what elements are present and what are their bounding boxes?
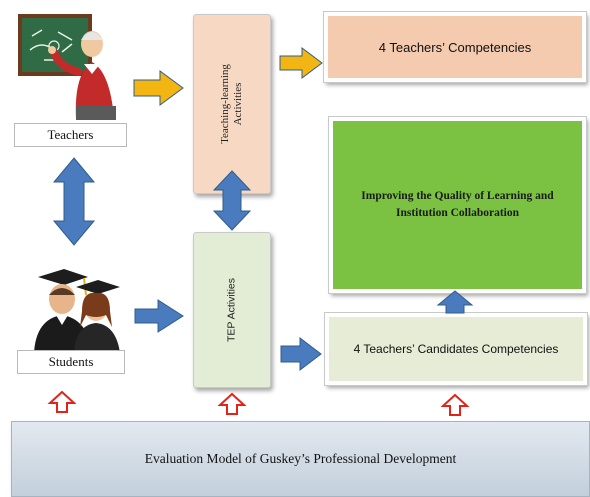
- arrow-candidates-to-improving: [436, 290, 474, 314]
- tep-activities-box: TEP Activities: [193, 232, 271, 388]
- red-up-arrow-tep: [217, 392, 247, 415]
- teachers-label: Teachers: [14, 123, 127, 147]
- red-up-arrow-students: [47, 390, 77, 413]
- arrow-students-to-tep: [134, 299, 184, 333]
- arrow-teaching-learning-to-competencies: [279, 47, 323, 79]
- students-label: Students: [17, 350, 125, 374]
- teaching-learning-label-line2: Activities: [232, 82, 244, 126]
- teaching-learning-activities-box: Teaching-learning Activities: [193, 14, 271, 194]
- students-illustration: [24, 265, 124, 353]
- candidates-competencies-box: 4 Teachers’ Candidates Competencies: [324, 312, 588, 386]
- teaching-learning-label-line1: Teaching-learning: [219, 64, 231, 144]
- improving-quality-box: Improving the Quality of Learning and In…: [328, 116, 587, 294]
- evaluation-model-box: Evaluation Model of Guskey’s Professiona…: [11, 421, 590, 497]
- arrow-tep-to-candidates: [280, 336, 322, 372]
- teachers-competencies-box: 4 Teachers’ Competencies: [323, 11, 587, 83]
- double-arrow-teachers-students: [52, 157, 96, 246]
- red-up-arrow-candidates: [440, 393, 470, 416]
- arrow-teachers-to-teaching-learning: [133, 70, 184, 106]
- tep-activities-label: TEP Activities: [225, 278, 238, 342]
- teacher-illustration: [14, 6, 124, 124]
